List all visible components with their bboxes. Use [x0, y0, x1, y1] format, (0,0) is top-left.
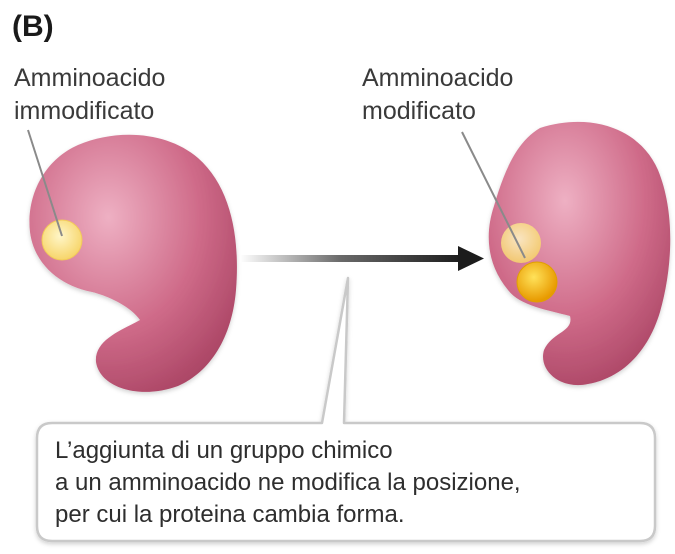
panel-label: (B): [12, 10, 54, 44]
caption-line-3: per cui la proteina cambia forma.: [55, 499, 641, 531]
label-unmodified-line-2: immodificato: [14, 95, 165, 128]
amino-acid-unmodified: [42, 220, 82, 260]
caption-text: L’aggiunta di un gruppo chimico a un amm…: [37, 423, 655, 541]
label-modified-line-2: modificato: [362, 95, 513, 128]
right-arrow: [458, 246, 484, 271]
label-unmodified-amino-acid: Amminoacido immodificato: [14, 62, 165, 128]
amino-acid-original-position: [501, 223, 541, 263]
caption-line-1: L’aggiunta di un gruppo chimico: [55, 435, 641, 467]
label-modified-line-1: Amminoacido: [362, 62, 513, 95]
caption-line-2: a un amminoacido ne modifica la posizion…: [55, 467, 641, 499]
amino-acid-modified: [517, 262, 557, 302]
protein-shape-unmodified: [29, 135, 236, 392]
label-modified-amino-acid: Amminoacido modificato: [362, 62, 513, 128]
arrow-shaft: [240, 255, 462, 262]
label-unmodified-line-1: Amminoacido: [14, 62, 165, 95]
